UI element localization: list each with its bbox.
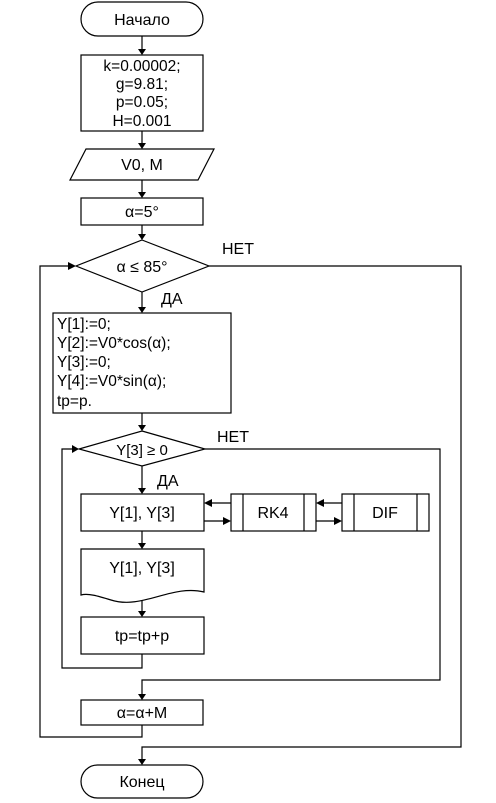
process-y-label: Y[1], Y[3] [109,505,175,522]
setup-line-1: Y[1]:=0; [57,316,111,333]
dif-subroutine: DIF [341,493,430,532]
alpha-yes-label: ДА [161,291,183,308]
start-terminator: Начало [80,1,204,37]
process-y-block: Y[1], Y[3] [80,493,205,532]
init-line-4: H=0.001 [112,113,171,130]
y3-yes-label: ДА [157,473,179,490]
y3-decision-label: Y[3] ≥ 0 [116,442,168,459]
connectors [39,36,462,765]
input-label: V0, M [121,157,163,174]
y3-decision: Y[3] ≥ 0 [76,430,208,467]
alpha-update-label: α=α+M [117,705,168,722]
input-block: V0, M [69,148,215,181]
setup-block: Y[1]:=0; Y[2]:=V0*cos(α); Y[3]:=0; Y[4]:… [52,312,232,414]
setup-line-2: Y[2]:=V0*cos(α); [57,335,171,352]
setup-line-4: Y[4]:=V0*sin(α); [57,373,166,390]
init-line-2: g=9.81; [116,76,168,93]
tp-update-label: tp=tp+p [115,628,169,645]
alpha-init-block: α=5° [80,197,204,226]
end-label: Конец [119,774,164,791]
init-block: k=0.00002; g=9.81; p=0.05; H=0.001 [80,54,204,132]
dif-label: DIF [372,505,398,522]
setup-line-3: Y[3]:=0; [57,354,111,371]
y3-no-label: НЕТ [217,429,249,446]
output-document: Y[1], Y[3] [80,548,205,603]
init-line-3: p=0.05; [116,94,168,111]
setup-line-5: tp=p. [57,393,92,410]
init-line-1: k=0.00002; [103,58,180,75]
alpha-init-label: α=5° [125,204,159,221]
tp-update-block: tp=tp+p [80,616,205,655]
rk4-label: RK4 [257,505,288,522]
alpha-update-block: α=α+M [80,699,204,726]
rk4-subroutine: RK4 [230,493,317,532]
alpha-decision: α ≤ 85° [74,239,211,293]
output-label: Y[1], Y[3] [109,560,175,577]
end-terminator: Конец [80,764,204,799]
alpha-no-label: НЕТ [222,241,254,258]
alpha-decision-label: α ≤ 85° [116,259,167,276]
start-label: Начало [114,12,170,29]
